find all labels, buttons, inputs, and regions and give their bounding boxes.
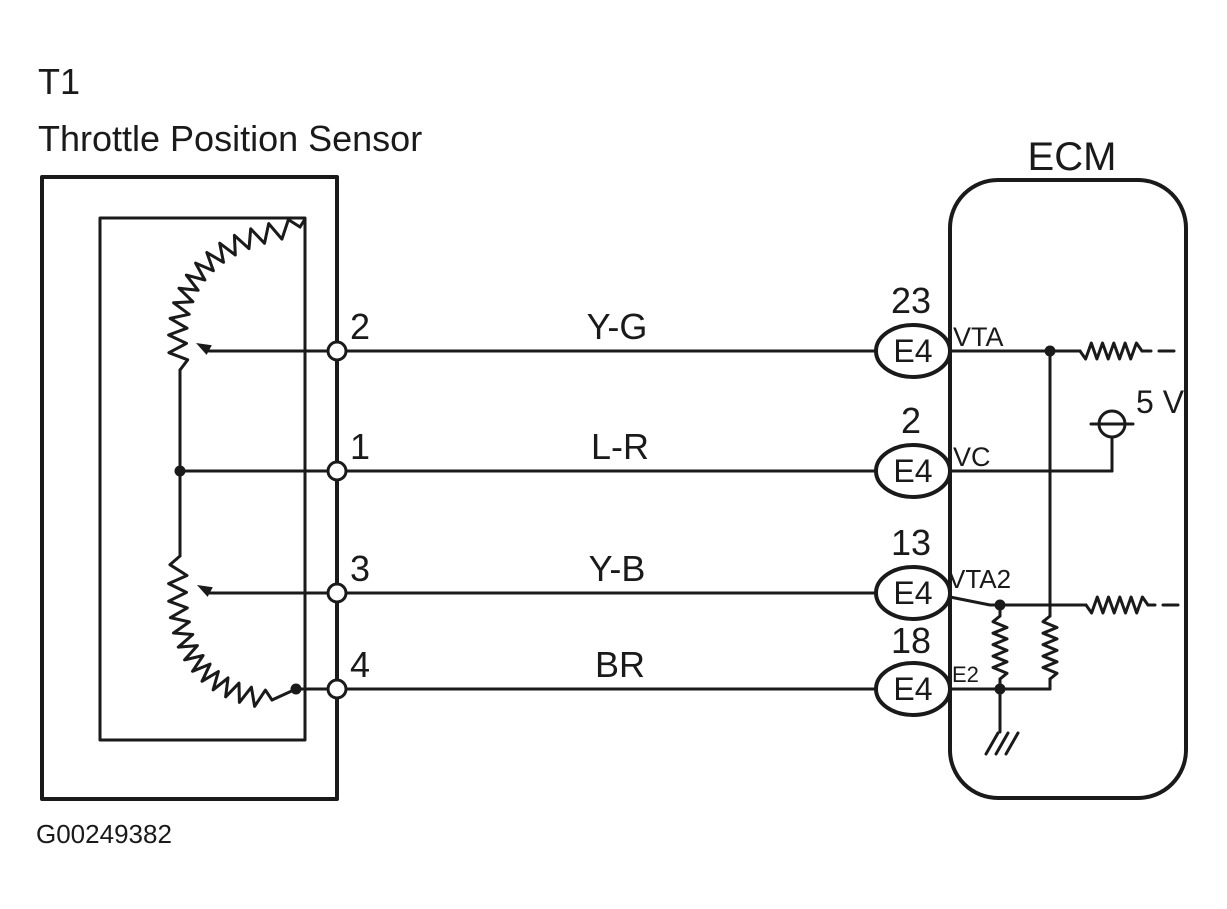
- vta2-internal-line: [948, 595, 1088, 607]
- ecm-pin-13: 13: [891, 522, 931, 563]
- titles: T1 Throttle Position Sensor ECM G0024938…: [36, 61, 1116, 849]
- wiper-arrow-lower-icon: [197, 585, 213, 597]
- pot-track-top-connector: [298, 217, 307, 229]
- sensor-pin-label-2: 2: [350, 306, 370, 347]
- sensor-pin-label-3: 3: [350, 548, 370, 589]
- ecm-box: E4 E4 E4 E4 23 2 13 18 VTA VC VTA2 E2 5 …: [874, 178, 1188, 800]
- potentiometer-track-lower: [167, 554, 274, 708]
- terminal-3: [326, 582, 348, 604]
- potentiometer-track-upper: [167, 218, 302, 372]
- ecm-terminal-vta2: VTA2: [948, 564, 1011, 594]
- component-name: Throttle Position Sensor: [38, 118, 422, 159]
- ecm-pin-23: 23: [891, 280, 931, 321]
- wire-color-br: BR: [595, 644, 645, 685]
- ecm-terminal-vc: VC: [953, 442, 991, 472]
- ecm-connector-vta2: [874, 565, 952, 621]
- ground-icon: [984, 731, 1020, 756]
- resistor-vta2-icon: [1084, 595, 1150, 615]
- sensor-outline: [40, 175, 339, 801]
- resistor-vta-pull-icon: [1041, 614, 1059, 681]
- wiper-arrow-upper-icon: [196, 343, 212, 355]
- ecm-pin-18: 18: [891, 620, 931, 661]
- wire-color-lr: L-R: [591, 426, 649, 467]
- terminal-4: [326, 678, 348, 700]
- connector-code-e2: E4: [893, 671, 932, 707]
- resistor-vta2-pull-icon: [991, 614, 1009, 681]
- connector-code-vta: E4: [893, 333, 932, 369]
- ecm-pin-2: 2: [901, 400, 921, 441]
- sensor-box: [40, 175, 339, 801]
- connector-code-vta2: E4: [893, 575, 932, 611]
- ecm-terminal-e2: E2: [952, 662, 979, 687]
- wire-color-yb: Y-B: [589, 548, 646, 589]
- ecm-outline: [948, 178, 1188, 800]
- terminal-1: [326, 460, 348, 482]
- wire-color-yg: Y-G: [587, 306, 648, 347]
- component-id: T1: [38, 61, 80, 102]
- figure-id: G00249382: [36, 819, 172, 849]
- connector-code-vc: E4: [893, 453, 932, 489]
- wires: 2 1 3 4 Y-G L-R Y-B BR: [178, 306, 878, 700]
- ecm-terminal-vta: VTA: [953, 322, 1004, 352]
- sensor-inner-outline: [98, 216, 307, 742]
- resistor-vta-icon: [1078, 341, 1144, 361]
- sensor-pin-label-4: 4: [350, 644, 370, 685]
- ecm-title: ECM: [1028, 135, 1117, 179]
- sensor-pin-label-1: 1: [350, 426, 370, 467]
- supply-voltage-label: 5 V: [1136, 384, 1185, 420]
- terminal-2: [326, 340, 348, 362]
